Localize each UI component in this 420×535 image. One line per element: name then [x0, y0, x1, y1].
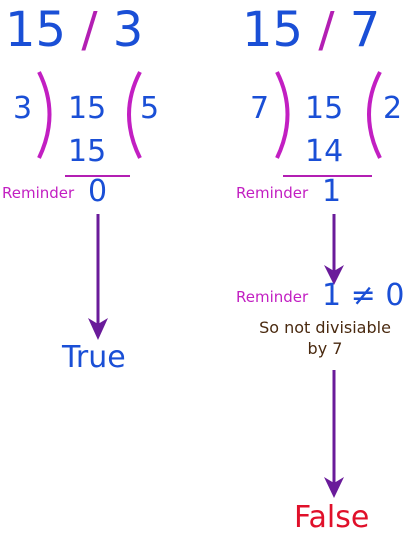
right-dividend: 15 — [305, 91, 344, 126]
note-line-1: So not divisiable — [259, 318, 391, 337]
right-product: 14 — [305, 134, 344, 169]
right-arrow1-head — [324, 265, 344, 285]
right-reminder-value: 1 — [322, 174, 342, 209]
right-divisor: 7 — [250, 91, 270, 126]
right-note: So not divisiable by 7 — [230, 318, 420, 360]
right-quotient-bracket — [367, 71, 382, 159]
not-equal-icon: ≠ — [350, 278, 376, 313]
right-quotient: 2 — [383, 91, 403, 126]
left-product: 15 — [68, 134, 107, 169]
right-arrow2-head — [324, 477, 344, 498]
left-division-bracket — [37, 71, 52, 159]
left-title-dividend: 15 — [5, 2, 67, 58]
left-quotient: 5 — [140, 91, 160, 126]
left-title-slash: / — [81, 2, 98, 58]
right-title-slash: / — [318, 2, 335, 58]
left-reminder-label: Reminder — [2, 184, 75, 202]
left-title: 15 / 3 — [5, 6, 143, 54]
right-reminder-label: Reminder — [236, 184, 309, 202]
compare-right-value: 0 — [385, 278, 405, 313]
left-divisor: 3 — [13, 91, 33, 126]
left-reminder-value: 0 — [88, 174, 108, 209]
left-quotient-bracket — [127, 71, 142, 159]
compare-left-value: 1 — [322, 278, 342, 313]
left-title-divisor: 3 — [112, 2, 144, 58]
left-arrow-head — [88, 318, 108, 340]
left-dividend: 15 — [68, 91, 107, 126]
right-title: 15 / 7 — [242, 6, 380, 54]
right-title-divisor: 7 — [349, 2, 381, 58]
right-result-false: False — [294, 500, 370, 535]
right-compare-label: Reminder — [236, 288, 309, 306]
right-compare-expression: 1 ≠ 0 — [322, 281, 404, 311]
note-line-2: by 7 — [307, 338, 343, 358]
left-result-true: True — [62, 340, 126, 375]
right-division-bracket — [275, 71, 290, 159]
right-title-dividend: 15 — [242, 2, 304, 58]
